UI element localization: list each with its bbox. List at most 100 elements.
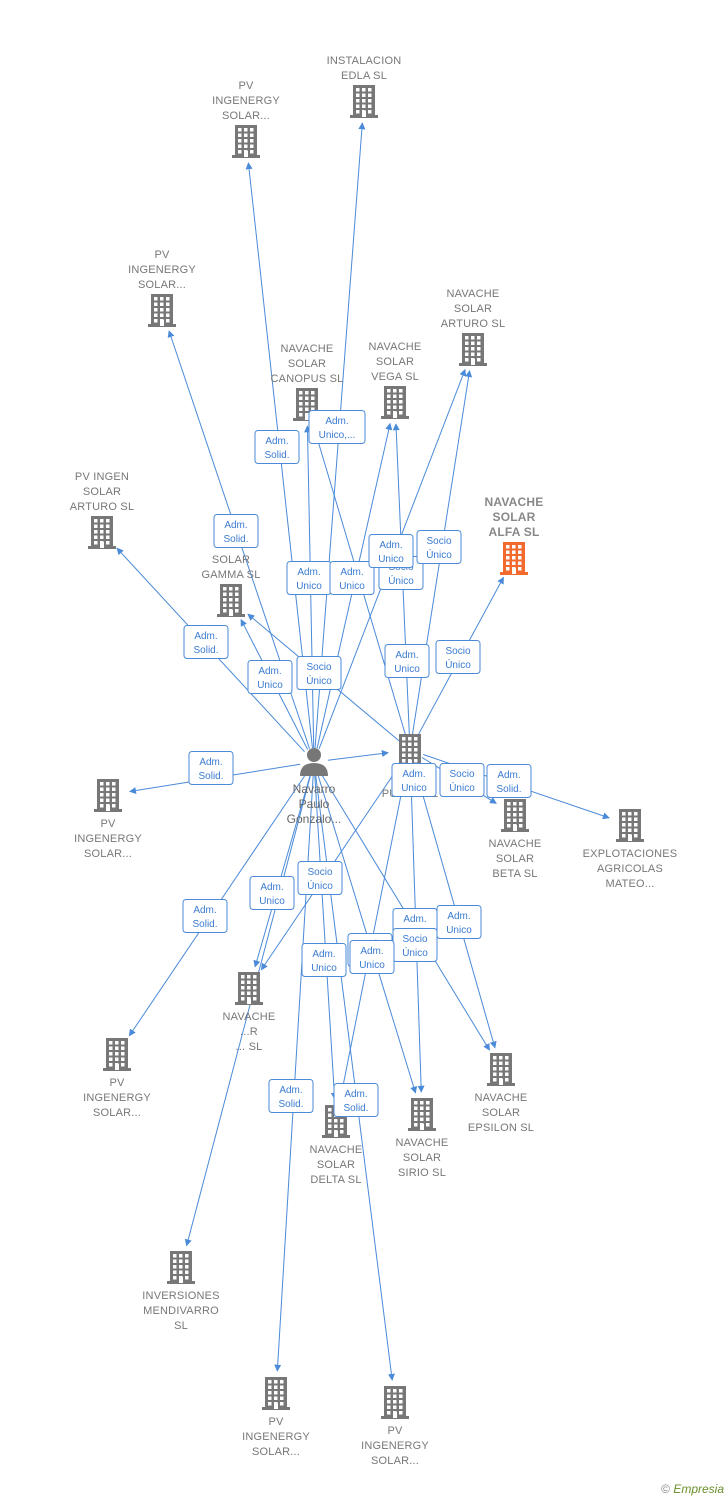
relation-box <box>436 905 482 939</box>
relation-text-line: Adm. <box>402 769 425 780</box>
relation-text-line: Adm. <box>224 520 247 531</box>
relation-label[interactable]: Adm.Unico <box>247 660 293 694</box>
relation-text-line: Solid. <box>264 450 289 461</box>
relation-label[interactable]: Adm.Unico,... <box>308 410 366 444</box>
relation-text-line: Solid. <box>193 645 218 656</box>
relation-text-line: Adm. <box>403 914 426 925</box>
relation-label[interactable]: Adm.Solid. <box>182 899 228 933</box>
building-icon <box>217 584 245 617</box>
relation-label[interactable]: Adm.Solid. <box>486 764 532 798</box>
company-label-line: SOLAR <box>454 303 492 315</box>
building-icon <box>381 1386 409 1419</box>
relation-text-line: Unico <box>378 554 404 565</box>
relation-label[interactable]: Adm.Unico <box>349 940 395 974</box>
relation-box <box>435 640 481 674</box>
building-icon <box>235 972 263 1005</box>
company-label-line: ARTURO SL <box>70 501 135 513</box>
building-icon <box>88 516 116 549</box>
building-icon <box>381 386 409 419</box>
relation-label[interactable]: Adm. Unico <box>368 534 414 568</box>
relation-label[interactable]: Adm.Unico <box>301 943 347 977</box>
company-node[interactable]: PVINGENERGYSOLAR... <box>74 779 142 860</box>
relation-text-line: Adm. <box>193 905 216 916</box>
relation-label[interactable]: Adm.Unico <box>286 561 332 595</box>
company-label-line: SOLAR... <box>252 1446 300 1458</box>
relation-text-line: Adm. <box>265 436 288 447</box>
company-node[interactable]: PVINGENERGYSOLAR... <box>361 1386 429 1467</box>
building-icon <box>262 1377 290 1410</box>
relation-label[interactable]: Adm. Solid. <box>254 430 300 464</box>
relation-text-line: Unico <box>311 963 337 974</box>
brand-logo-text[interactable]: Empresia <box>673 1482 724 1496</box>
relation-text-line: Unico <box>296 581 322 592</box>
company-node[interactable]: EXPLOTACIONESAGRICOLASMATEO... <box>583 809 678 890</box>
company-node[interactable]: PVINGENERGYSOLAR... <box>128 249 196 327</box>
company-node[interactable]: PVINGENERGYSOLAR... <box>83 1038 151 1119</box>
relation-label[interactable]: Adm.Unico <box>391 763 437 797</box>
company-label-line: SOLAR <box>482 1107 520 1119</box>
relation-text-line: Solid. <box>278 1099 303 1110</box>
relation-label[interactable]: Adm.Unico <box>249 876 295 910</box>
relation-text-line: Adm. <box>379 540 402 551</box>
relation-box <box>297 861 343 895</box>
relation-text-line: Adm. <box>325 416 348 427</box>
company-label-line: INGENERGY <box>83 1092 151 1104</box>
relation-label[interactable]: Adm.Solid. <box>188 751 234 785</box>
relation-box <box>368 534 414 568</box>
person-label-line: Paulo <box>299 797 330 811</box>
company-label-line: EDLA SL <box>341 70 387 82</box>
relation-text-line: Adm. <box>447 911 470 922</box>
company-label-line: AGRICOLAS <box>597 863 663 875</box>
footer: © Empresia <box>661 1482 724 1496</box>
company-label-line: SOLAR <box>403 1152 441 1164</box>
company-label-line: NAVACHE <box>369 341 422 353</box>
relation-label[interactable]: Adm.Unico <box>384 644 430 678</box>
relation-label[interactable]: Adm.Solid. <box>268 1079 314 1113</box>
company-node[interactable]: PVINGENERGYSOLAR... <box>242 1377 310 1458</box>
relation-label[interactable]: Adm.Unico <box>329 561 375 595</box>
building-icon <box>232 125 260 158</box>
company-label-line: EPSILON SL <box>468 1122 534 1134</box>
company-label-line: SIRIO SL <box>398 1167 446 1179</box>
relation-box <box>188 751 234 785</box>
company-label-line: SOLAR <box>83 486 121 498</box>
building-icon <box>501 799 529 832</box>
relation-label[interactable]: Adm.Unico <box>436 905 482 939</box>
company-label-line: NAVACHE <box>310 1144 363 1156</box>
company-label-line: SOLAR <box>493 510 536 524</box>
edge-p-n14 <box>253 775 311 968</box>
company-label-line: SOLAR... <box>222 110 270 122</box>
company-label-line: ... SL <box>236 1041 263 1053</box>
relation-box <box>296 656 342 690</box>
relation-text-line: Unico <box>339 581 365 592</box>
company-node[interactable]: NAVACHE...R... SL <box>223 972 276 1053</box>
relation-label[interactable]: Adm.Solid. <box>183 625 229 659</box>
company-label-line: PV <box>387 1425 403 1437</box>
company-label-line: NAVACHE <box>281 343 334 355</box>
relation-label[interactable]: Adm.Solid. <box>213 514 259 548</box>
company-node[interactable]: PVINGENERGYSOLAR... <box>212 80 280 158</box>
relation-text-line: Unico <box>394 664 420 675</box>
relation-label[interactable]: Adm.Solid. <box>333 1083 379 1117</box>
person-node[interactable]: NavarroPauloGonzalo... <box>287 748 342 826</box>
company-label-line: INVERSIONES <box>142 1290 219 1302</box>
relation-text-line: Unico <box>257 680 283 691</box>
